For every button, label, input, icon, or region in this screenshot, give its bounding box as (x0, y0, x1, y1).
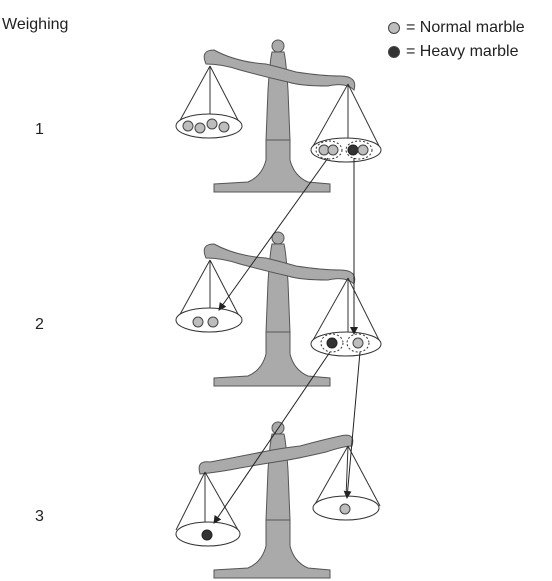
legend-heavy-label: = Heavy marble (406, 43, 519, 60)
weighing-label-3: 3 (35, 508, 44, 525)
normal-marble-icon (388, 22, 400, 34)
heavy-marble (201, 529, 213, 541)
normal-marble (207, 316, 219, 328)
arrow-1-to-2-left (218, 157, 329, 311)
legend-normal: = Normal marble (388, 16, 525, 40)
weighing-label-2: 2 (35, 316, 44, 333)
normal-marble (357, 144, 369, 156)
balance-scale-3 (175, 421, 381, 579)
normal-marble (218, 121, 230, 133)
arrows (213, 157, 361, 524)
normal-marble (194, 122, 206, 134)
heavy-marble (347, 144, 359, 156)
weighing-label-1: 1 (35, 121, 44, 138)
diagram-title: Weighing (2, 16, 69, 33)
arrow-2-to-3-right (343, 351, 361, 499)
normal-marble (327, 144, 339, 156)
heavy-marble-icon (388, 46, 400, 58)
balance-scale-2 (175, 231, 382, 387)
legend-heavy: = Heavy marble (388, 40, 525, 64)
normal-marble (206, 118, 218, 130)
heavy-marble (326, 337, 338, 349)
normal-marble (192, 316, 204, 328)
balance-scale-1 (175, 39, 382, 193)
legend-normal-label: = Normal marble (406, 19, 525, 36)
arrow-2-to-3-left (213, 351, 331, 524)
legend: = Normal marble = Heavy marble (388, 16, 525, 64)
normal-marble (352, 337, 364, 349)
normal-marble (182, 120, 194, 132)
normal-marble (339, 503, 351, 515)
